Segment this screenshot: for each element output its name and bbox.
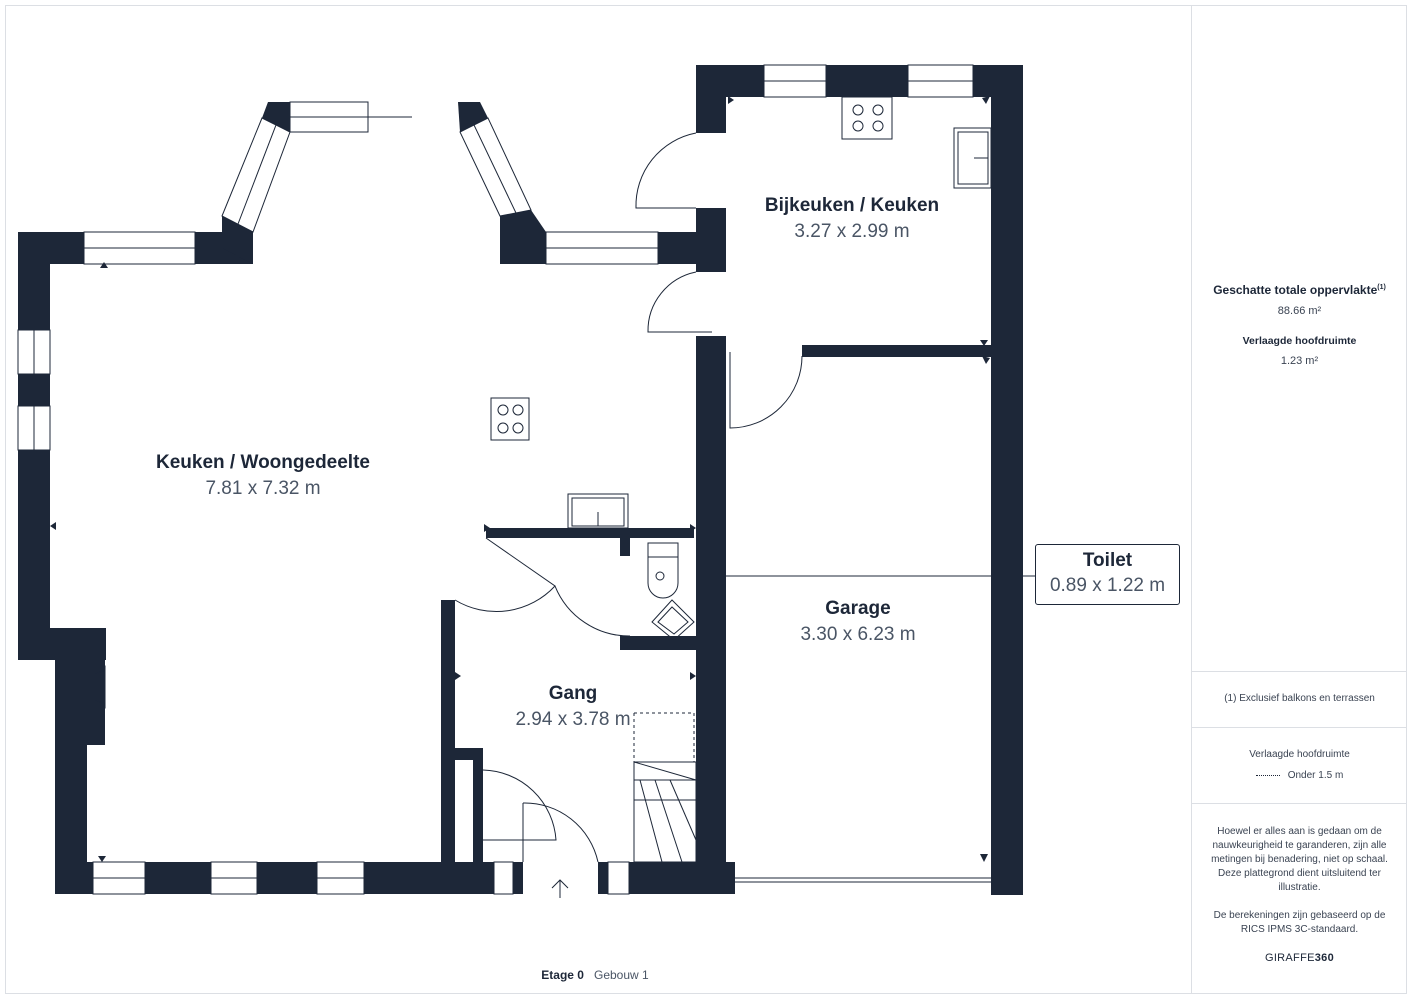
wall bbox=[486, 528, 694, 538]
building-label: Gebouw 1 bbox=[593, 968, 649, 982]
room-label-garage: Garage 3.30 x 6.23 m bbox=[800, 598, 915, 646]
room-label-bijkeuken: Bijkeuken / Keuken 3.27 x 2.99 m bbox=[765, 195, 939, 243]
floor-plan bbox=[17, 64, 1035, 898]
footnote: (1) Exclusief balkons en terrassen bbox=[1224, 693, 1375, 704]
wall bbox=[55, 862, 93, 894]
wall bbox=[55, 660, 105, 745]
wall bbox=[991, 65, 1023, 895]
window bbox=[221, 117, 291, 233]
window bbox=[459, 117, 532, 217]
reduced-headroom-value: 1.23 m² bbox=[1280, 355, 1319, 367]
wall bbox=[620, 538, 630, 556]
brand-logo: GIRAFFE360 bbox=[1208, 951, 1391, 965]
legend-item-label: Onder 1.5 m bbox=[1287, 770, 1344, 781]
wall bbox=[18, 232, 84, 264]
window bbox=[493, 861, 514, 895]
fireplace-icon bbox=[71, 665, 106, 709]
wall bbox=[473, 748, 483, 862]
washbasin-icon bbox=[651, 599, 695, 641]
room-label-toilet: Toilet 0.89 x 1.22 m bbox=[1035, 544, 1180, 605]
total-area-value: 88.66 m² bbox=[1277, 305, 1322, 317]
wall bbox=[620, 636, 696, 650]
window bbox=[607, 861, 630, 895]
legend: Verlaagde hoofdruimte Onder 1.5 m bbox=[1192, 749, 1407, 781]
sink-icon bbox=[953, 127, 992, 189]
door bbox=[454, 537, 556, 613]
room-name: Toilet bbox=[1082, 550, 1133, 571]
reduced-headroom-title: Verlaagde hoofdruimte bbox=[1242, 335, 1357, 347]
door bbox=[554, 585, 631, 637]
room-name: Bijkeuken / Keuken bbox=[764, 195, 940, 216]
wall bbox=[500, 210, 546, 232]
info-sidebar: Geschatte totale oppervlakte(1) 88.66 m²… bbox=[1191, 5, 1407, 994]
wall bbox=[696, 65, 764, 97]
room-dimensions: 7.81 x 7.32 m bbox=[205, 478, 321, 499]
room-label-living: Keuken / Woongedeelte 7.81 x 7.32 m bbox=[156, 452, 370, 500]
disclaimer: Hoewel er alles aan is gedaan om de nauw… bbox=[1192, 825, 1407, 965]
wall bbox=[364, 862, 494, 894]
stairs bbox=[633, 761, 697, 863]
floor-label: Etage 0 bbox=[541, 968, 584, 982]
wall bbox=[696, 208, 726, 272]
wall bbox=[826, 65, 908, 97]
legend-item: Onder 1.5 m bbox=[1192, 770, 1407, 781]
wall bbox=[513, 862, 523, 894]
door bbox=[647, 271, 712, 333]
wall bbox=[802, 345, 992, 357]
wall bbox=[262, 102, 290, 132]
room-dimensions: 3.30 x 6.23 m bbox=[800, 624, 916, 645]
disclaimer-standard: De berekeningen zijn gebaseerd op de RIC… bbox=[1213, 910, 1386, 935]
room-name: Keuken / Woongedeelte bbox=[156, 452, 370, 473]
room-dimensions: 2.94 x 3.78 m bbox=[515, 709, 631, 730]
disclaimer-text: Hoewel er alles aan is gedaan om de nauw… bbox=[1211, 826, 1388, 893]
wall bbox=[696, 336, 726, 894]
room-dimensions: 3.27 x 2.99 m bbox=[794, 221, 910, 242]
room-label-gang: Gang 2.94 x 3.78 m bbox=[515, 683, 630, 731]
door bbox=[635, 132, 697, 209]
door bbox=[482, 769, 557, 841]
room-dimensions: 0.89 x 1.22 m bbox=[1049, 575, 1166, 596]
page-frame bbox=[5, 5, 1407, 994]
door bbox=[729, 352, 803, 429]
divider bbox=[1192, 671, 1407, 672]
wall bbox=[458, 102, 488, 132]
wall bbox=[257, 862, 317, 894]
floor-caption: Etage 0 Gebouw 1 bbox=[0, 968, 1190, 982]
wall bbox=[500, 232, 546, 264]
wall bbox=[441, 600, 455, 862]
room-name: Garage bbox=[825, 598, 891, 619]
dotted-line-icon bbox=[1255, 774, 1280, 776]
brand-name: GIRAFFE bbox=[1264, 952, 1315, 964]
cooktop-icon bbox=[841, 96, 893, 140]
brand-suffix: 360 bbox=[1314, 952, 1335, 964]
room-name: Gang bbox=[548, 683, 598, 704]
footnote-marker: (1) bbox=[1377, 284, 1386, 291]
cooktop-icon bbox=[490, 397, 530, 441]
legend-title: Verlaagde hoofdruimte bbox=[1249, 749, 1350, 760]
wall bbox=[145, 862, 211, 894]
divider bbox=[1192, 803, 1407, 804]
wall bbox=[598, 862, 608, 894]
divider bbox=[1192, 727, 1407, 728]
area-summary: Geschatte totale oppervlakte(1) 88.66 m²… bbox=[1192, 283, 1407, 367]
door bbox=[522, 802, 599, 863]
toilet-icon bbox=[647, 542, 679, 558]
wall bbox=[441, 748, 483, 760]
total-area-title-text: Geschatte totale oppervlakte bbox=[1213, 283, 1378, 297]
sink-icon bbox=[567, 493, 629, 529]
total-area-title: Geschatte totale oppervlakte(1) bbox=[1213, 283, 1386, 297]
